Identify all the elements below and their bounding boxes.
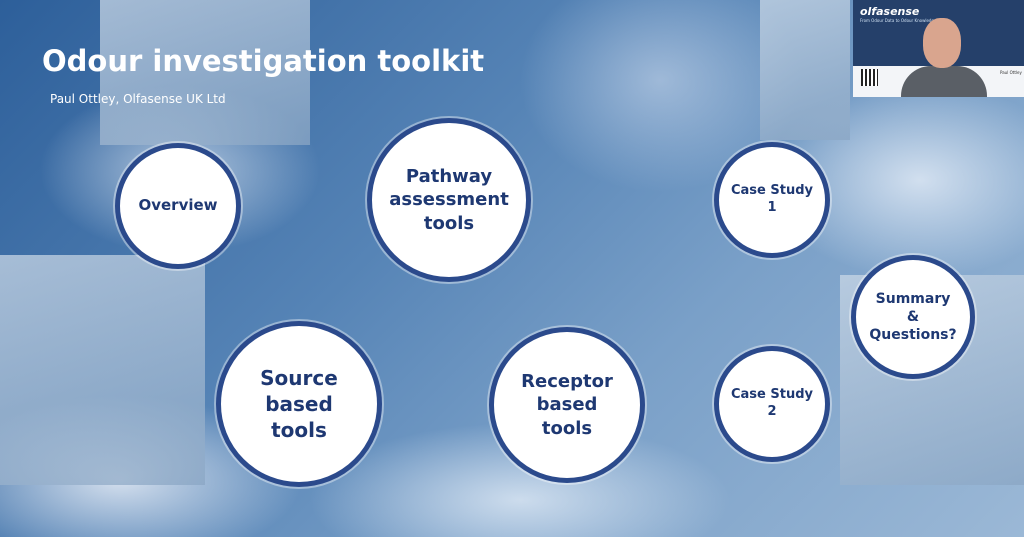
overview-node[interactable]: Overview: [115, 143, 241, 269]
slide-subtitle: Paul Ottley, Olfasense UK Ltd: [50, 92, 226, 106]
source-label: Source based tools: [260, 366, 338, 442]
overview-label: Overview: [138, 196, 218, 215]
qr-code-icon: [861, 69, 878, 86]
lab-photo: [100, 0, 310, 145]
summary-label: Summary & Questions?: [869, 290, 957, 344]
webcam-overlay: olfasense From Odour Data to Odour Knowl…: [853, 0, 1024, 97]
receptor-label: Receptor based tools: [521, 370, 613, 439]
pathway-node[interactable]: Pathway assessment tools: [367, 118, 531, 282]
case-study-1-label: Case Study 1: [730, 183, 813, 215]
case-study-2-label: Case Study 2: [730, 387, 813, 419]
presenter-body: [901, 66, 987, 97]
receptor-node[interactable]: Receptor based tools: [489, 327, 645, 483]
summary-node[interactable]: Summary & Questions?: [851, 255, 975, 379]
scientist-photo: [0, 255, 205, 485]
webcam-tagline: From Odour Data to Odour Knowledge: [860, 18, 937, 23]
sampling-photo: [760, 0, 850, 140]
case-study-1-node[interactable]: Case Study 1: [714, 142, 830, 258]
pathway-label: Pathway assessment tools: [389, 165, 509, 234]
slide-title: Odour investigation toolkit: [42, 44, 485, 78]
case-study-2-node[interactable]: Case Study 2: [714, 346, 830, 462]
olfasense-logo: olfasense: [860, 5, 920, 18]
source-node[interactable]: Source based tools: [216, 321, 382, 487]
presenter-head: [923, 18, 961, 68]
webcam-name: Paul Ottley: [1000, 70, 1022, 75]
